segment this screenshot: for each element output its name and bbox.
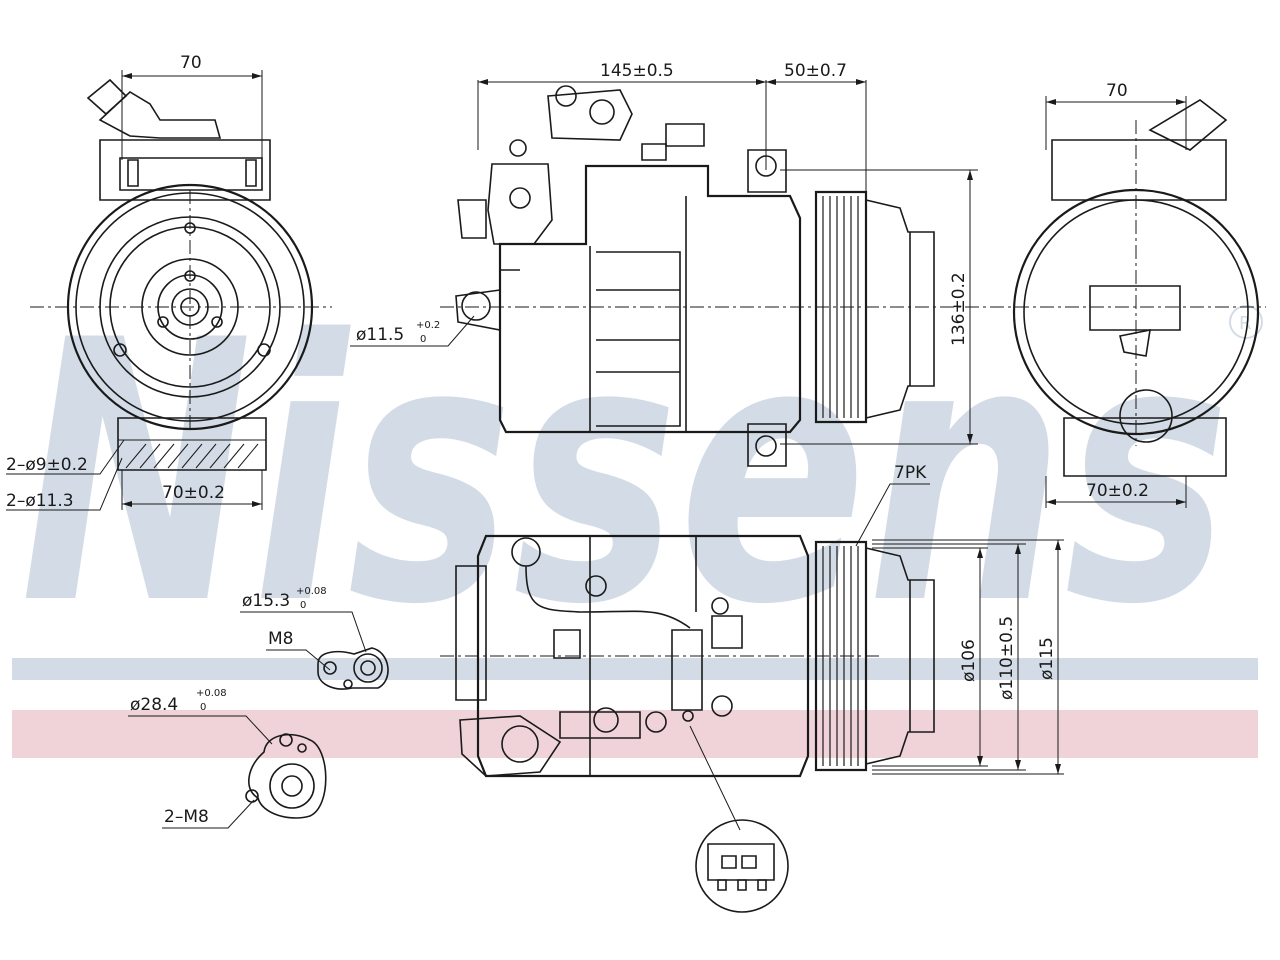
registered-mark-circle <box>1229 305 1263 339</box>
port2-thread-label: 2–M8 <box>164 807 209 827</box>
port-details: ø15.3 +0.08 0 M8 ø28.4 +0.08 0 2–M8 <box>128 586 389 829</box>
front-bottom-width-label: 70±0.2 <box>162 483 225 503</box>
side-height-label: 136±0.2 <box>949 272 969 346</box>
side-port-tol-upper: +0.2 <box>416 320 440 331</box>
pulley-d3-label: ø115 <box>1037 637 1057 680</box>
watermark: Nissens R <box>12 264 1263 758</box>
pulley-d1-label: ø106 <box>959 639 979 682</box>
side-port-tol-lower: 0 <box>420 334 426 345</box>
rear-bottom-width-label: 70±0.2 <box>1086 481 1149 501</box>
watermark-brand-text: Nissens <box>20 264 1230 683</box>
front-top-width-label: 70 <box>180 53 202 73</box>
side-pulley-length-label: 50±0.7 <box>784 61 847 81</box>
front-view: 70 <box>6 53 332 511</box>
watermark-band-pink <box>12 710 1258 758</box>
front-hole-a-label: 2–ø9±0.2 <box>6 455 88 475</box>
registered-mark-text: R <box>1239 313 1252 334</box>
belt-label: 7PK <box>894 463 927 483</box>
port1-dia-label: ø15.3 <box>242 591 290 611</box>
side-port-dia-label: ø11.5 <box>356 325 404 345</box>
port1-tol-lower: 0 <box>300 600 306 611</box>
front-hole-b-label: 2–ø11.3 <box>6 491 74 511</box>
plan-view: 7PK ø106 ø110±0.5 ø115 <box>440 463 1064 913</box>
side-length-label: 145±0.5 <box>600 61 674 81</box>
watermark-band-blue <box>12 658 1258 680</box>
port1-tol-upper: +0.08 <box>296 586 327 597</box>
rear-top-width-label: 70 <box>1106 81 1128 101</box>
port2-dia-label: ø28.4 <box>130 695 178 715</box>
port2-tol-upper: +0.08 <box>196 688 227 699</box>
port1-thread-label: M8 <box>268 629 293 649</box>
side-view: 145±0.5 50±0.7 136±0.2 <box>350 61 990 467</box>
port2-tol-lower: 0 <box>200 702 206 713</box>
rear-view: 70 70±0.2 <box>990 81 1266 508</box>
pulley-d2-label: ø110±0.5 <box>997 616 1017 700</box>
